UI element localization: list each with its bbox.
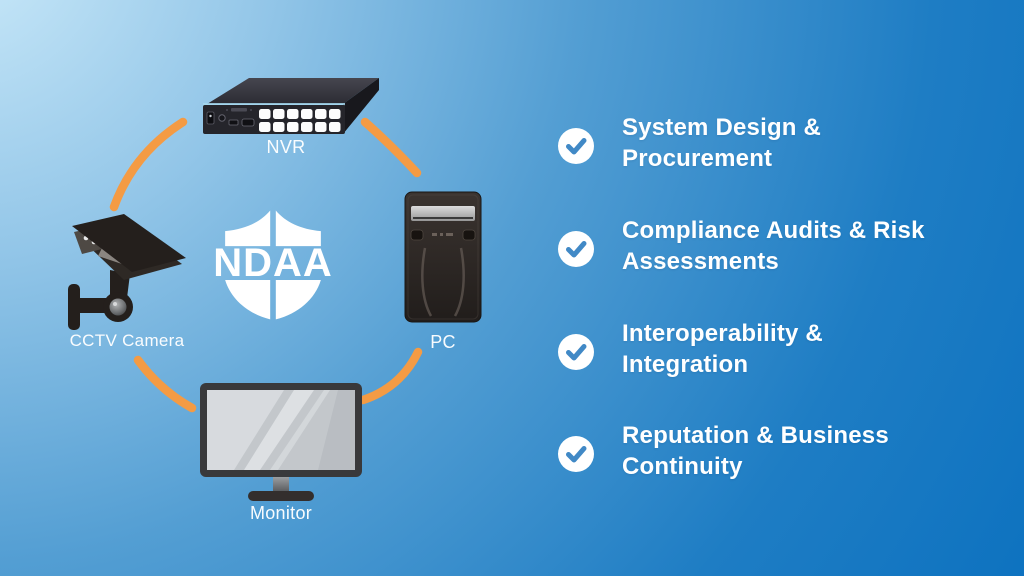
arc-top-left bbox=[109, 117, 188, 212]
monitor-icon bbox=[200, 383, 362, 501]
checklist-item-compliance-audits: Compliance Audits & Risk Assessments bbox=[558, 215, 1022, 277]
check-circle-icon bbox=[558, 436, 594, 472]
monitor-label: Monitor bbox=[249, 503, 313, 523]
checklist-item-label: Interoperability & Integration bbox=[622, 320, 823, 378]
arc-bottom-right bbox=[358, 347, 423, 405]
ndaa-shield-icon bbox=[225, 210, 321, 320]
arc-bottom-left bbox=[133, 355, 197, 413]
check-circle-icon bbox=[558, 128, 594, 164]
checklist-item-system-design: System Design & Procurement bbox=[558, 112, 1022, 174]
arc-top-right bbox=[360, 117, 422, 178]
nvr-label: NVR bbox=[266, 137, 306, 157]
checklist-item-label: System Design & Procurement bbox=[622, 114, 822, 172]
connection-arcs bbox=[109, 117, 423, 413]
pc-tower-icon bbox=[404, 191, 482, 323]
checklist-item-interoperability: Interoperability & Integration bbox=[558, 318, 1022, 380]
cctv-camera-label: CCTV Camera bbox=[69, 331, 185, 350]
check-circle-icon bbox=[558, 334, 594, 370]
check-circle-icon bbox=[558, 231, 594, 267]
cctv-camera-icon bbox=[68, 214, 186, 330]
pc-label: PC bbox=[430, 332, 456, 352]
checklist-item-reputation: Reputation & Business Continuity bbox=[558, 420, 1022, 482]
ndaa-wordmark: NDAA bbox=[213, 241, 333, 285]
checklist-item-label: Compliance Audits & Risk Assessments bbox=[622, 217, 925, 275]
checklist-item-label: Reputation & Business Continuity bbox=[622, 422, 889, 480]
nvr-icon bbox=[203, 78, 379, 134]
